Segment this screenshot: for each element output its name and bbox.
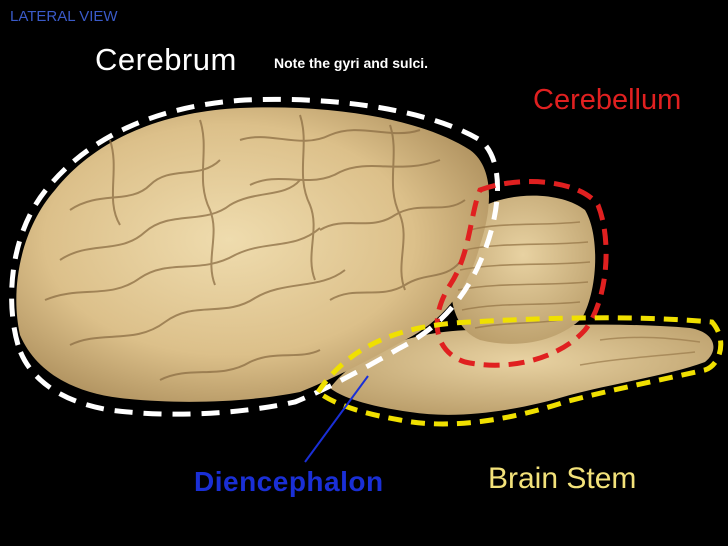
cerebellum-outline (434, 179, 609, 368)
cerebrum-label: Cerebrum (95, 42, 237, 77)
cerebrum-outline (9, 96, 500, 417)
cerebellum-label: Cerebellum (533, 84, 682, 116)
view-label: LATERAL VIEW (10, 8, 118, 25)
sulci-lines (44, 114, 466, 381)
diencephalon-pointer-line (304, 375, 369, 463)
note-label: Note the gyri and sulci. (274, 55, 429, 71)
brain-stem-label: Brain Stem (488, 462, 637, 495)
diencephalon-label: Diencephalon (194, 466, 384, 497)
brain-stem-ridges (579, 336, 701, 366)
brain-stem-outline (314, 315, 724, 427)
brain-stem-tissue (330, 324, 714, 415)
cerebellum-folia (457, 221, 591, 329)
cerebrum-tissue (16, 107, 490, 402)
